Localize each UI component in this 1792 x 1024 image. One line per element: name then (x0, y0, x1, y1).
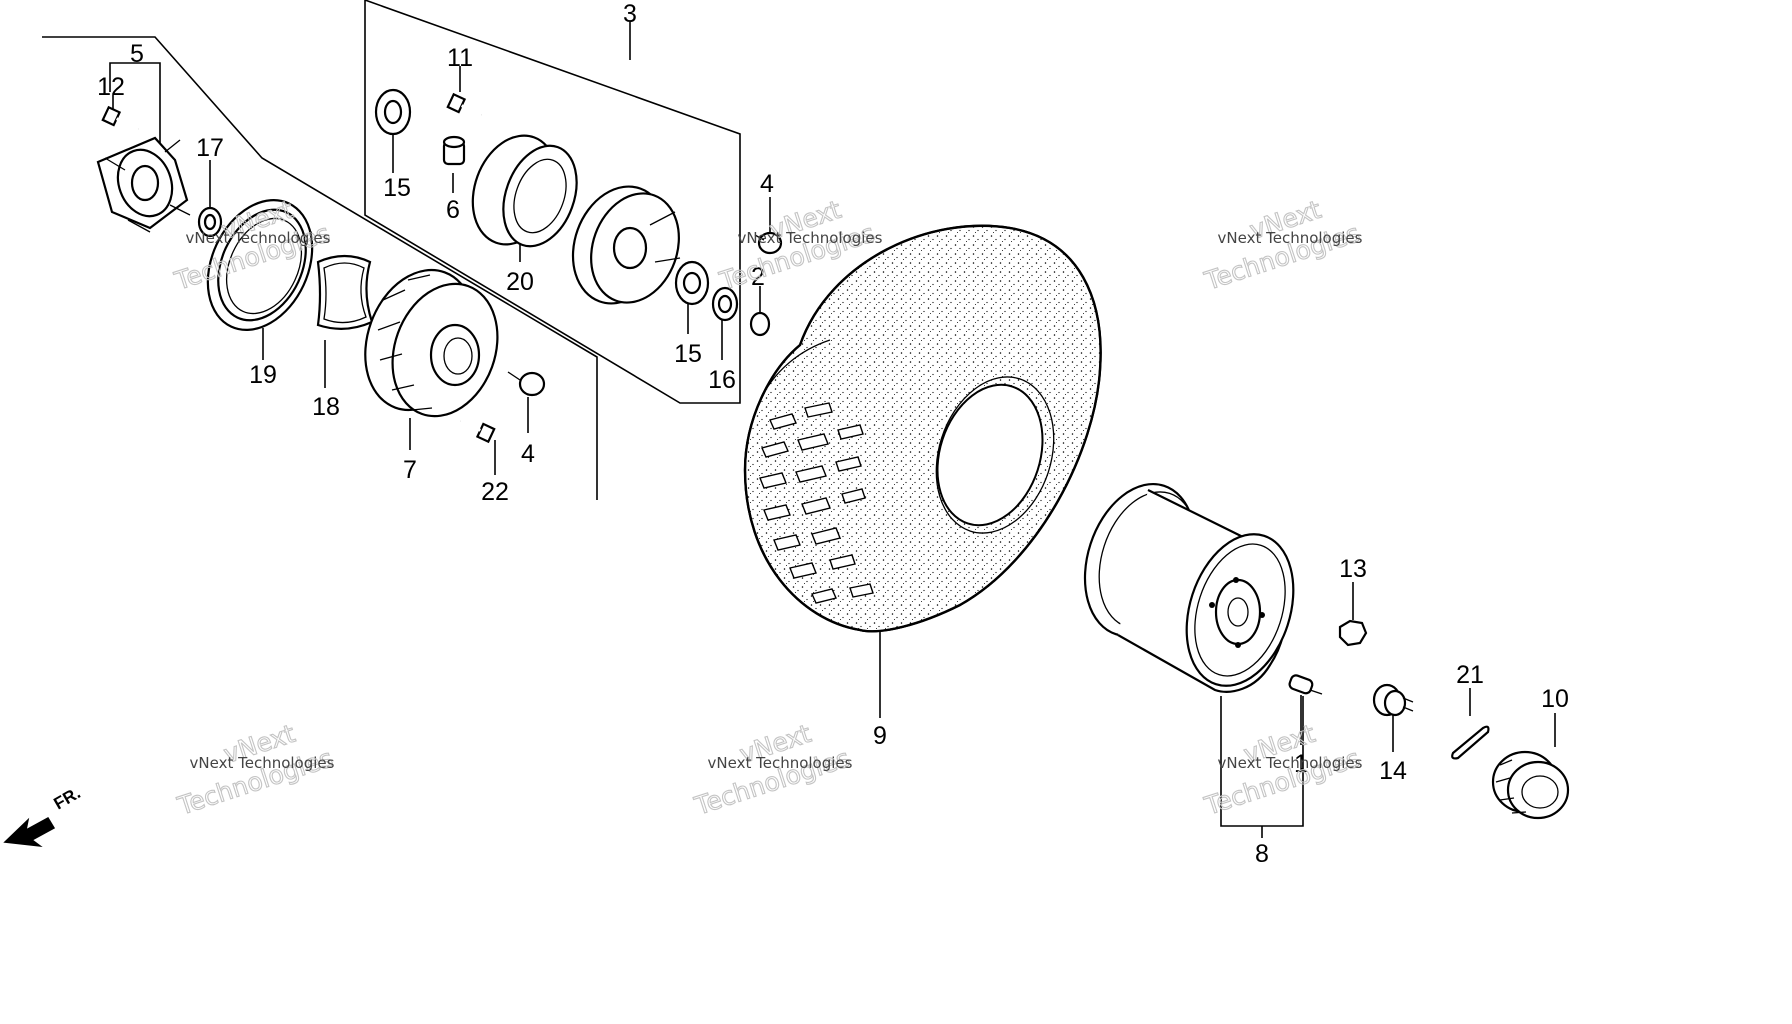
nut-14 (1338, 619, 1368, 647)
bearing-15-upper (374, 88, 412, 136)
part-number: 17 (196, 134, 224, 162)
part-number: 5 (130, 40, 144, 68)
direction-label: FR. (51, 783, 84, 813)
seal-20 (471, 134, 578, 248)
part-number: 15 (383, 174, 411, 202)
bearing-15-lower (674, 260, 710, 306)
part-number: 12 (97, 73, 125, 101)
part-number: 19 (249, 361, 277, 389)
part-number: 18 (312, 393, 340, 421)
part-number: 15 (674, 340, 702, 368)
front-direction-arrow-icon (3, 816, 56, 848)
cap-10 (1491, 750, 1570, 820)
spacer-2 (749, 311, 771, 337)
svg-text:vNext Technologies: vNext Technologies (1218, 754, 1363, 772)
part-number: 4 (521, 440, 535, 468)
part-number: 21 (1456, 661, 1484, 689)
nut-4-upper (754, 231, 783, 255)
svg-text:vNext Technologies: vNext Technologies (708, 754, 853, 772)
bolt-11 (446, 92, 483, 117)
part-number: 11 (447, 44, 473, 72)
brake-drum-7 (364, 268, 499, 418)
collar-6 (442, 135, 466, 166)
nut-4-lower (507, 371, 546, 397)
hub-5 (96, 136, 191, 233)
part-number: 16 (708, 366, 736, 394)
part-number: 2 (751, 263, 765, 291)
rim-8 (1083, 482, 1295, 693)
part-number: 3 (623, 0, 637, 28)
part-number: 4 (760, 170, 774, 198)
bearing-16 (711, 286, 739, 322)
part-number: 6 (446, 196, 460, 224)
valve-1 (1288, 674, 1323, 695)
bearing-17 (197, 206, 223, 238)
svg-text:vNext Technologies: vNext Technologies (738, 229, 883, 247)
hub-3 (571, 185, 681, 305)
tire-9 (743, 224, 1102, 633)
bolt-12 (101, 105, 140, 131)
part-number: 7 (403, 456, 417, 484)
bolt-22 (459, 419, 496, 444)
part-number: 22 (481, 478, 509, 506)
o-ring-18 (316, 254, 374, 330)
svg-text:vNext Technologies: vNext Technologies (186, 229, 331, 247)
nut-13 (1372, 683, 1414, 717)
svg-text:vNext Technologies: vNext Technologies (190, 754, 335, 772)
part-number: 1 (1294, 750, 1308, 778)
part-number: 9 (873, 722, 887, 750)
svg-text:vNext Technologies: vNext Technologies (1218, 229, 1363, 247)
part-number: 13 (1339, 555, 1367, 583)
part-number: 20 (506, 268, 534, 296)
part-labels: 3 5 11 12 17 15 6 4 20 2 15 16 19 18 7 4… (97, 0, 1569, 868)
part-number: 14 (1379, 757, 1407, 785)
part-number: 8 (1255, 840, 1269, 868)
seal-19 (206, 199, 314, 331)
cotter-pin-21 (1451, 725, 1490, 760)
part-number: 10 (1541, 685, 1569, 713)
